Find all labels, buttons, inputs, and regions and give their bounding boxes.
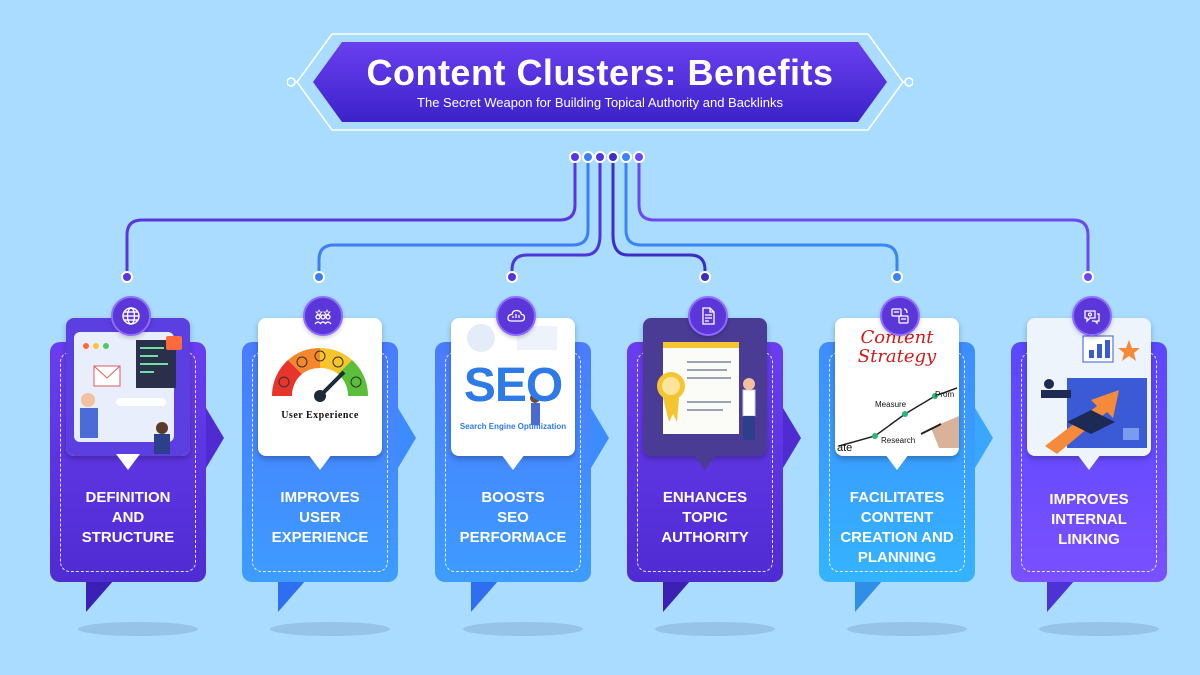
frame-pointer — [1077, 454, 1101, 470]
card-ribbon-tail — [1047, 580, 1075, 612]
card-label: IMPROVES USER EXPERIENCE — [271, 489, 369, 546]
frame-pointer — [116, 454, 140, 470]
strategy-word-prom: Prom — [935, 390, 955, 399]
content-strategy-chart: Content Strategy Measure Prom Research a… — [835, 318, 959, 456]
globe-icon — [111, 296, 151, 336]
card-label: BOOSTS SEO PERFORMACE — [459, 489, 567, 546]
card-arrow — [398, 408, 416, 468]
cloud-seo-icon — [496, 296, 536, 336]
card-arrow — [783, 408, 801, 468]
users-rating-icon — [303, 296, 343, 336]
card-enhances-topic-authority: ENHANCES TOPIC AUTHORITY — [627, 296, 805, 636]
seo-illustration: SEO Search Engine Optimization — [451, 318, 575, 456]
card-definition-and-structure: DEFINITION AND STRUCTURE — [50, 296, 228, 636]
card-arrow — [975, 408, 993, 468]
user-experience-caption: User Experience — [281, 410, 359, 421]
card-shadow — [1039, 622, 1159, 636]
card-shadow — [655, 622, 775, 636]
card-ribbon-tail — [855, 580, 883, 612]
card-shadow — [847, 622, 967, 636]
card-facilitates-content-creation: Content Strategy Measure Prom Research a… — [819, 296, 997, 636]
seo-subheading: Search Engine Optimization — [459, 422, 567, 431]
card-ribbon-tail — [278, 580, 306, 612]
card-boosts-seo-performace: SEO Search Engine Optimization BOOSTS SE… — [435, 296, 613, 636]
frame-pointer — [693, 454, 717, 470]
frame-pointer — [308, 454, 332, 470]
page-subtitle: The Secret Weapon for Building Topical A… — [417, 95, 783, 110]
growth-illustration — [1027, 318, 1151, 456]
page-title: Content Clusters: Benefits — [366, 52, 834, 93]
title-banner: Content Clusters: Benefits The Secret We… — [287, 32, 913, 132]
user-experience-gauge: User Experience — [258, 318, 382, 456]
card-arrow — [206, 408, 224, 468]
card-shadow — [463, 622, 583, 636]
website-layout-illustration — [66, 318, 190, 456]
card-shadow — [270, 622, 390, 636]
certificate-illustration — [643, 318, 767, 456]
card-shadow — [78, 622, 198, 636]
content-strategy-heading: Content Strategy — [857, 327, 937, 367]
card-label: IMPROVES INTERNAL LINKING — [1049, 491, 1129, 548]
strategy-word-ate: ate — [837, 442, 853, 454]
card-ribbon-tail — [663, 580, 691, 612]
card-arrow — [591, 408, 609, 468]
chat-link-icon — [1072, 296, 1112, 336]
card-improves-internal-linking: IMPROVES INTERNAL LINKING — [1011, 296, 1189, 636]
seo-heading: SEO — [463, 359, 563, 412]
card-label: ENHANCES TOPIC AUTHORITY — [661, 489, 749, 546]
strategy-word-research: Research — [881, 436, 916, 445]
document-icon — [688, 296, 728, 336]
card-improves-user-experience: User Experience IMPROVES USER EXPERIENCE — [242, 296, 420, 636]
strategy-word-measure: Measure — [875, 400, 907, 409]
card-ribbon-tail — [471, 580, 499, 612]
strategy-icon — [880, 296, 920, 336]
frame-pointer — [501, 454, 525, 470]
card-label: DEFINITION AND STRUCTURE — [81, 489, 175, 546]
card-ribbon-tail — [86, 580, 114, 612]
frame-pointer — [885, 454, 909, 470]
card-label: FACILITATES CONTENT CREATION AND PLANNIN… — [840, 489, 954, 566]
